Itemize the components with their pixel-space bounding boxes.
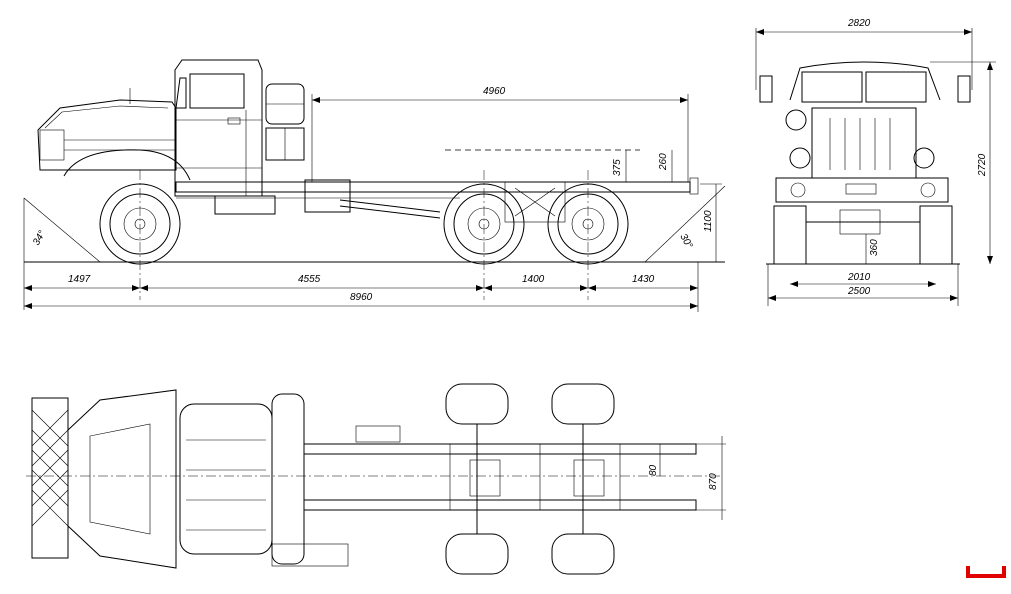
dim-label: 2010 [847, 272, 871, 283]
side-view: 4960 375 260 1100 34° 30° 1497 4555 1 [23, 59, 726, 312]
dim-2720: 2720 [930, 61, 996, 264]
windshield-left [801, 71, 863, 103]
dim-label: 375 [612, 159, 623, 176]
mirror-left-icon [759, 75, 773, 103]
front-view: 2820 2720 360 2010 2500 [755, 18, 996, 306]
top-cab-roof [179, 403, 273, 555]
dim-260: 260 [658, 150, 673, 182]
dim-8960: 8960 [24, 292, 698, 309]
cab [174, 59, 263, 197]
dim-label: 8960 [350, 292, 373, 303]
chassis-frame [175, 177, 699, 223]
spare-tire-rack [265, 83, 305, 161]
mirror-right-icon [957, 75, 971, 103]
dim-label: 1400 [522, 274, 545, 285]
dim-label: 80 [648, 464, 659, 476]
dim-label: 1100 [703, 210, 714, 232]
dim-label: 1430 [632, 274, 655, 285]
front-tire-right [919, 205, 953, 265]
dim-870: 870 [696, 436, 726, 520]
dim-375: 375 [612, 150, 627, 182]
dim-label: 1497 [68, 274, 91, 285]
dim-label: 2720 [977, 153, 988, 177]
dim-2500: 2500 [767, 264, 959, 306]
dim-label: 870 [708, 473, 719, 490]
dim-label: 260 [658, 153, 669, 171]
top-spare-wheel [271, 393, 305, 565]
windshield-right [865, 71, 927, 103]
dim-2010: 2010 [790, 272, 936, 287]
dim-360: 360 [865, 234, 880, 264]
rear-tire-2-right [551, 533, 615, 575]
spare-wheel-icon [785, 109, 807, 131]
dim-chain: 1497 4555 1400 1430 [24, 262, 699, 312]
dim-label: 2820 [847, 18, 871, 29]
dim-label: 4960 [483, 86, 506, 97]
approach-angle-label: 34° [31, 229, 48, 248]
rear-tire-2-left [551, 383, 615, 425]
dim-label: 4555 [298, 274, 321, 285]
departure-angle-label: 30° [677, 232, 694, 251]
front-tire-left [773, 205, 807, 265]
front-fender [63, 149, 191, 181]
headlight-right-icon [913, 147, 935, 169]
red-stamp-mark [966, 566, 1006, 578]
dim-label: 360 [869, 239, 880, 256]
front-cab-roof [789, 61, 941, 101]
engine-hood [37, 88, 177, 171]
grille [811, 107, 917, 179]
top-bumper [31, 397, 69, 559]
top-hood [67, 389, 177, 569]
dim-1100: 1100 [700, 183, 722, 262]
top-view: 80 870 [26, 383, 726, 575]
frame-rail-right [303, 499, 697, 511]
dim-2820: 2820 [755, 18, 973, 90]
frame-rail-left [303, 443, 697, 455]
dim-4960: 4960 [311, 86, 689, 182]
dim-80: 80 [648, 444, 661, 476]
rear-tire-1-left [445, 383, 509, 425]
dim-label: 2500 [847, 286, 871, 297]
rear-tire-1-right [445, 533, 509, 575]
front-bumper [775, 177, 949, 203]
headlight-left-icon [789, 147, 811, 169]
